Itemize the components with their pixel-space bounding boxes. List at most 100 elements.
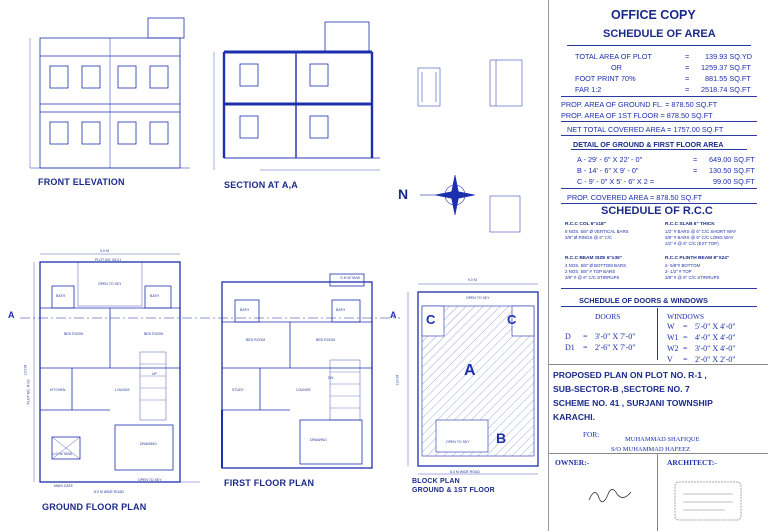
gf-dim-depth: 13.0 M (23, 364, 28, 376)
door-code-1: D (565, 332, 571, 341)
rcc-plinth-line-2: 2- 1/2" # TOP (665, 269, 692, 274)
signature-stamp-graphics (588, 481, 742, 521)
rcc-col-line-1: 8 NOS. 5/8" Ø VERTICAL BARS (565, 229, 629, 234)
door-val-2: 2'-6" X 7'-0" (595, 343, 636, 352)
prop-covered-row: PROP. COVERED AREA = 878.50 SQ.FT (567, 193, 703, 202)
gf-bath-2: BATH (150, 294, 160, 298)
bp-dim-width: 9.0 M (468, 278, 477, 282)
for-label: FOR: (583, 430, 600, 439)
ff-bath-2: BATH (336, 308, 346, 312)
area-val-4: 2518.74 SQ.FT (701, 85, 751, 94)
proposed-line-2: SUB-SECTOR-B ,SECTORE NO. 7 (553, 384, 690, 394)
block-plan-drawing (407, 283, 539, 475)
area-label-2: OR (611, 63, 622, 72)
window-val-2: 4'-0" X 4'-0" (695, 333, 736, 342)
detail-heading: DETAIL OF GROUND & FIRST FLOOR AREA (573, 140, 724, 149)
front-elevation-drawing (29, 17, 190, 169)
gf-kitchen: KITCHEN (50, 388, 66, 392)
window-eq-4: = (683, 355, 688, 364)
window-val-4: 2'-0" X 2'-0" (695, 355, 736, 364)
window-eq-2: = (683, 333, 688, 342)
rcc-slab-title: R.C.C SLAB 6" THICK (665, 222, 715, 227)
bp-road: 8.0 M WIDE ROAD (450, 470, 480, 474)
rcc-beam-title: R.C.C BEAM SIZE 6"x36" (565, 256, 623, 261)
window-val-3: 3'-0" X 4'-0" (695, 344, 736, 353)
ground-floor-plan-drawing (33, 253, 200, 483)
schedule-area-heading: SCHEDULE OF AREA (603, 28, 716, 40)
gf-plot-no-side: PLOT NO. R-03 (26, 379, 31, 405)
windows-heading: WINDOWS (667, 312, 705, 321)
zone-b-label: B (496, 430, 507, 446)
gf-lounge: LOUNGE (115, 388, 130, 392)
window-code-4: V (667, 355, 673, 364)
ff-bedroom-1: BED ROOM (246, 338, 266, 342)
area-label-1: TOTAL AREA OF PLOT (575, 52, 652, 61)
drawing-sheet (20, 17, 539, 483)
window-eq-3: = (683, 344, 688, 353)
section-title: SECTION AT A,A (224, 180, 298, 190)
gf-road: 8.0 M WIDE ROAD (94, 490, 124, 494)
area-eq-3: = (685, 74, 690, 83)
schedule-rcc-heading: SCHEDULE OF R.C.C (601, 205, 713, 217)
proposed-line-3: SCHEME NO. 41 , SURJANI TOWNSHIP (553, 398, 713, 408)
office-copy-heading: OFFICE COPY (611, 8, 696, 22)
rcc-col-title: R.C.C COL 6"x18" (565, 222, 606, 227)
door-val-1: 3'-0" X 7'-0" (595, 332, 636, 341)
doors-heading: DOORS (595, 312, 621, 321)
owner-label: OWNER:- (555, 458, 590, 467)
zone-c-right-label: C (507, 312, 517, 327)
owner-name: MUHAMMAD SHAFIQUE (625, 436, 700, 443)
gf-drawing: DRAWING (140, 442, 157, 446)
prop-first-row: PROP. AREA OF 1ST FLOOR = 878.50 SQ.FT (561, 111, 713, 120)
gf-ugw-tank: U.G.W.TANK (52, 452, 73, 456)
ff-lounge: LOUNGE (296, 388, 311, 392)
architect-label: ARCHITECT:- (667, 458, 717, 467)
area-eq-1: = (685, 52, 690, 61)
gf-bath-1: BATH (56, 294, 66, 298)
detail-val-2: 130.50 SQ.FT (709, 166, 755, 175)
owner-father: S/O MUHAMMAD HAFEEZ (611, 446, 691, 453)
first-floor-plan-drawing (221, 273, 373, 469)
ff-study: STUDY (232, 388, 244, 392)
rcc-plinth-line-3: 3/8" # @ 6" C/C STIRRUPS (665, 275, 720, 280)
rcc-beam-line-2: 2 NOS. 5/8" # TOP BARS (565, 269, 616, 274)
area-label-3: FOOT PRINT 70% (575, 74, 636, 83)
gf-open-to-sky-2: OPEN TO SKY (138, 478, 162, 482)
window-code-2: W1 (667, 333, 679, 342)
ff-ohw-tank: O.H.W.TANK (340, 276, 361, 280)
gf-main-gate: MAIN GATE (54, 484, 73, 488)
zone-c-left-label: C (426, 312, 436, 327)
detail-label-2: B - 14' - 6" X 9' - 0" (577, 166, 639, 175)
gf-up: UP (152, 372, 157, 376)
area-val-1: 139.93 SQ.YD (705, 52, 753, 61)
first-floor-title: FIRST FLOOR PLAN (224, 478, 315, 488)
proposed-line-4: KARACHI. (553, 412, 596, 422)
rcc-beam-line-3: 3/8" # @ 6" C/C STIRRUPS (565, 275, 620, 280)
area-val-2: 1259.37 SQ.FT (701, 63, 751, 72)
block-plan-title: BLOCK PLAN (412, 478, 460, 485)
gf-open-to-sky: OPEN TO SKY (98, 282, 122, 286)
title-block-panel: OFFICE COPY SCHEDULE OF AREA TOTAL AREA … (548, 0, 768, 531)
detail-drawings (417, 59, 523, 233)
rcc-plinth-title: R.C.C PLINTH BEAM 8"X24" (665, 256, 730, 261)
detail-val-1: 649.00 SQ.FT (709, 155, 755, 164)
area-eq-4: = (685, 85, 690, 94)
door-eq-2: = (583, 343, 588, 352)
bp-open-to-sky-2: OPEN TO SKY (446, 440, 470, 444)
detail-label-3: C - 9' - 0" X 5' - 6" X 2 = (577, 177, 655, 186)
window-code-3: W2 (667, 344, 679, 353)
rcc-slab-line-2: 3/8" # BARS @ 6" C/C LONG WAY (665, 235, 734, 240)
area-eq-2: = (685, 63, 690, 72)
detail-eq-1: = (693, 155, 698, 164)
block-plan-subtitle: GROUND & 1ST FLOOR (412, 487, 495, 494)
prop-ground-row: PROP. AREA OF GROUND FL. = 878.50 SQ.FT (561, 100, 718, 109)
section-mark-left: A (8, 310, 15, 320)
rcc-slab-line-3: 1/2" # @ 6" C/C (EXT TOP) (665, 241, 719, 246)
window-val-1: 5'-0" X 4'-0" (695, 322, 736, 331)
ff-bedroom-2: BED ROOM (316, 338, 336, 342)
gf-bedroom-1: BED ROOM (64, 332, 84, 336)
rcc-beam-line-1: 4 NOS. 5/8" Ø BOTTOM BARS (565, 263, 627, 268)
window-code-1: W (667, 322, 675, 331)
ff-dn: DN (328, 376, 334, 380)
net-total-row: NET TOTAL COVERED AREA = 1757.00 SQ.FT (567, 125, 724, 134)
